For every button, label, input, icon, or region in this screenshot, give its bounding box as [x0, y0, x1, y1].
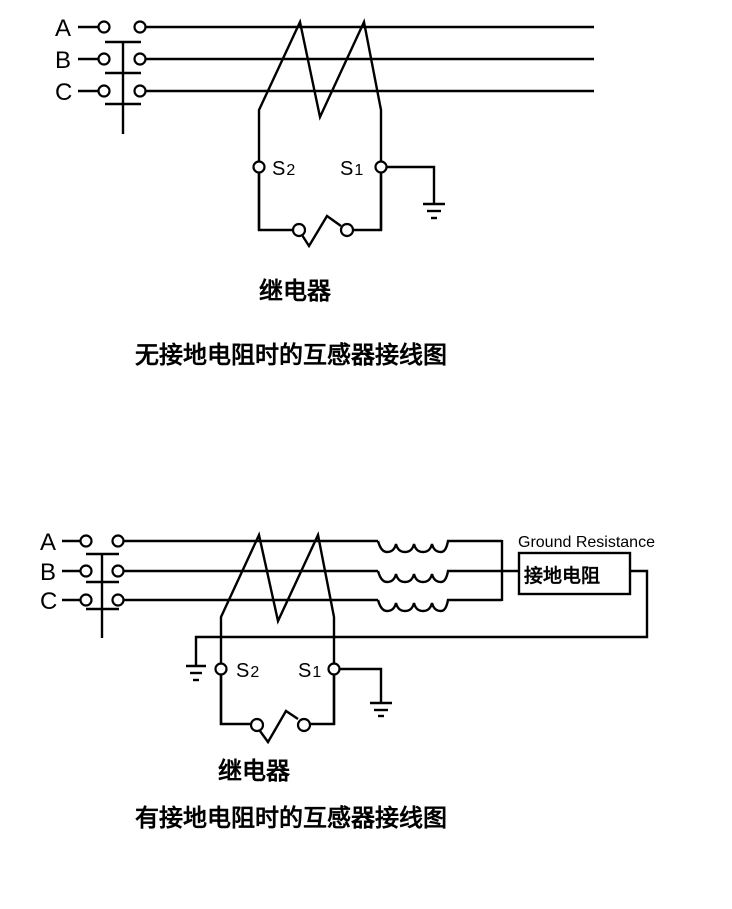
ground-symbol: [186, 664, 206, 682]
diagram-caption: 无接地电阻时的互感器接线图: [135, 341, 447, 369]
relay-label: 继电器: [259, 277, 332, 305]
phase-lead-wires: [78, 25, 98, 93]
ground-return-wire: [194, 569, 649, 665]
relay-contact: [219, 675, 336, 745]
inductor-coils: [376, 539, 519, 613]
terminal-s1: [374, 160, 388, 174]
terminal-s2-label: S2: [236, 660, 259, 682]
terminal-s1-label: S1: [340, 158, 363, 180]
bottom-diagram: A B C: [40, 529, 655, 832]
phase-label-a: A: [40, 529, 56, 556]
terminal-s1: [327, 662, 341, 676]
relay-contact: [257, 173, 383, 249]
terminal-s2: [252, 160, 266, 174]
terminal-s1-label: S1: [298, 660, 321, 682]
phase-label-c: C: [40, 588, 57, 615]
phase-label-b: B: [55, 47, 71, 74]
phase-label-b: B: [40, 559, 56, 586]
three-pole-breaker: [79, 534, 125, 638]
ground-resistance-label-cn: 接地电阻: [524, 564, 600, 587]
ct-winding: [257, 18, 383, 230]
terminal-s2: [214, 662, 228, 676]
phase-label-a: A: [55, 15, 71, 42]
ground-symbol: [340, 667, 392, 718]
diagram-caption: 有接地电阻时的互感器接线图: [135, 804, 447, 832]
ground-resistance-label-en: Ground Resistance: [518, 534, 655, 551]
terminal-s2-label: S2: [272, 158, 295, 180]
relay-label: 继电器: [218, 757, 291, 785]
top-diagram: A B C: [55, 15, 594, 369]
phase-lead-wires: [62, 539, 80, 602]
ground-symbol: [387, 165, 445, 220]
ground-resistance-box: [517, 551, 632, 596]
bus-lines: [124, 539, 378, 602]
three-pole-breaker: [97, 20, 147, 134]
ct-winding: [219, 531, 336, 725]
phase-label-c: C: [55, 79, 72, 106]
